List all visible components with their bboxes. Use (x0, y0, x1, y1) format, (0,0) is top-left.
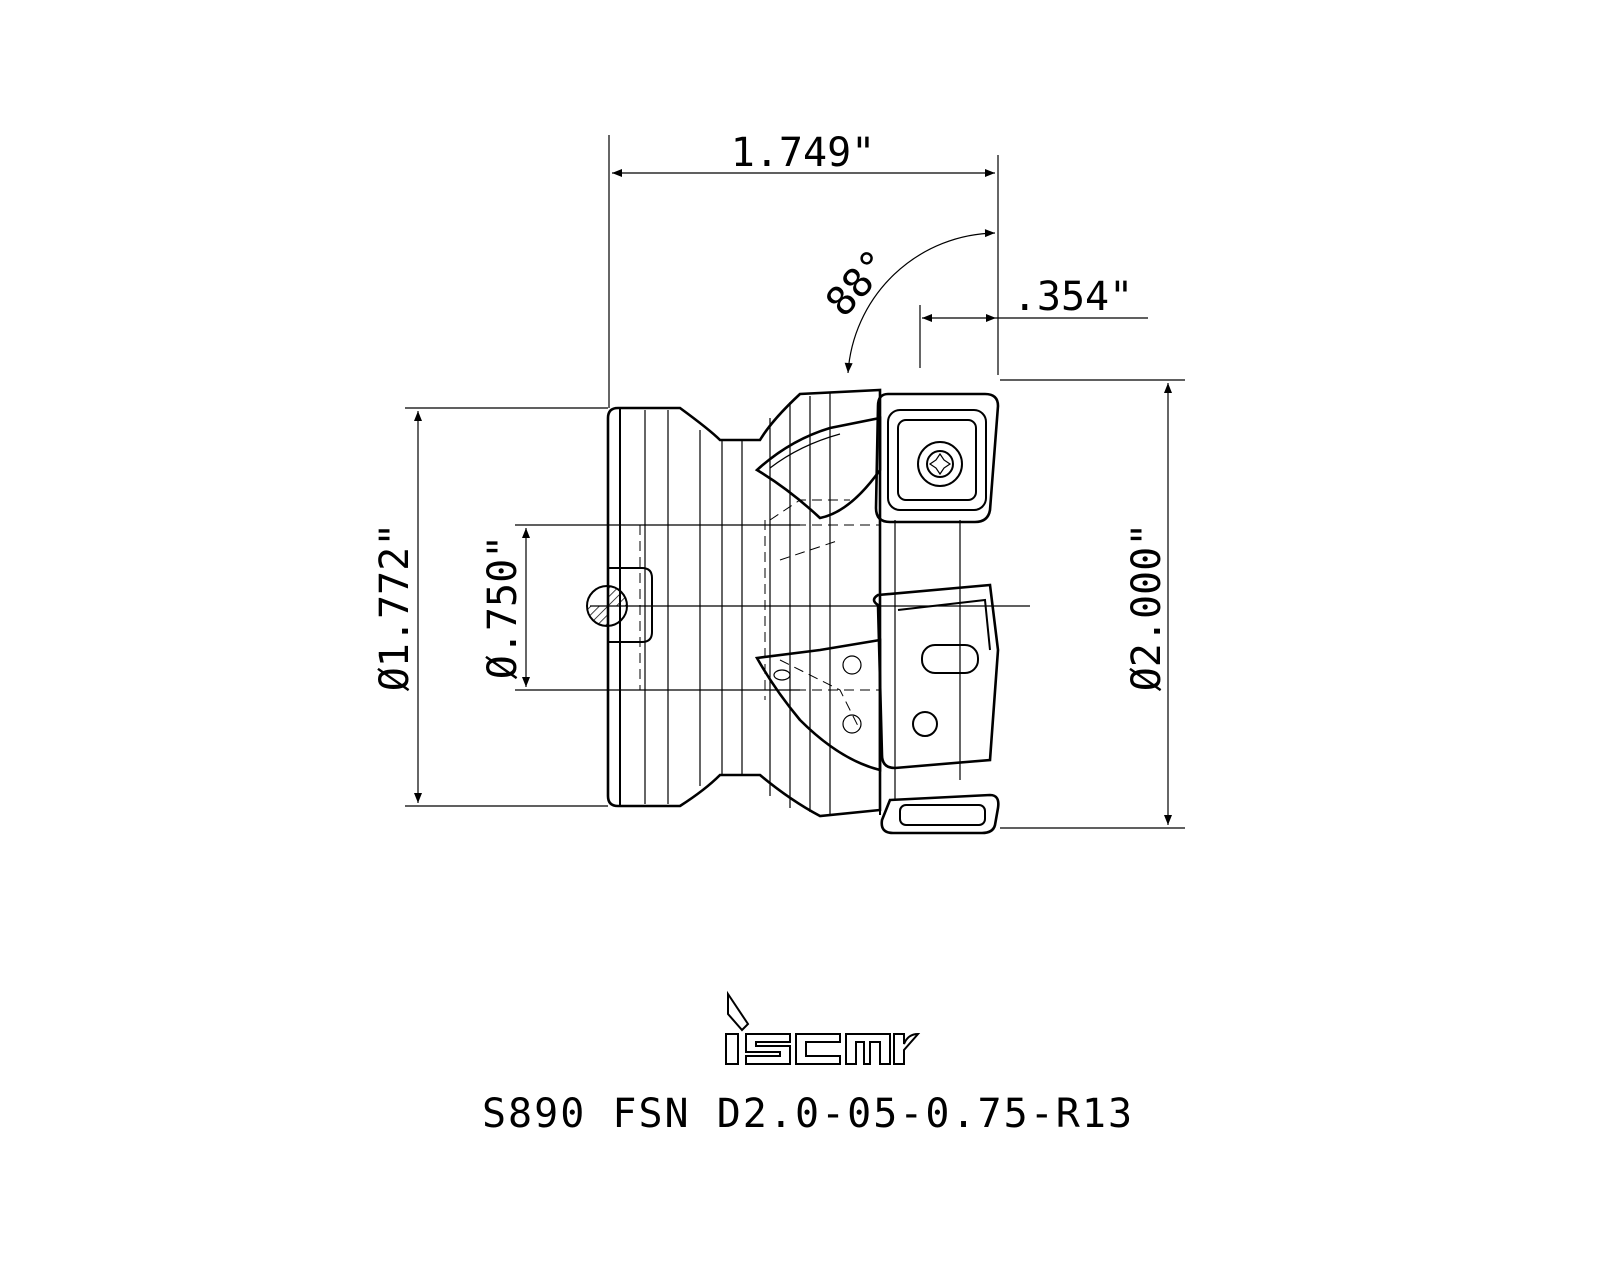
cutting-diameter-label: Ø2.000" (1124, 523, 1170, 692)
upper-insert (754, 392, 1000, 524)
part-number: S890 FSN D2.0-05-0.75-R13 (482, 1091, 1134, 1137)
length-dimension: 1.749" (608, 130, 999, 408)
depth-dimension-label: .354" (1013, 274, 1133, 320)
milling-cutter-body (586, 388, 1030, 818)
logo-text: iscar (0, 0, 3, 1)
angle-dimension: 88° (817, 229, 996, 374)
body-diameter-label: Ø1.772" (372, 523, 418, 692)
angle-dimension-label: 88° (817, 241, 900, 325)
iscar-logo: iscar (0, 0, 921, 1065)
bore-diameter-label: Ø.750" (480, 535, 526, 680)
body-diameter-dimension: Ø1.772" (372, 407, 608, 807)
depth-dimension: .354" (919, 274, 1148, 368)
length-dimension-label: 1.749" (731, 130, 876, 176)
cutting-diameter-dimension: Ø2.000" (1000, 379, 1185, 829)
lower-insert (754, 583, 1000, 835)
